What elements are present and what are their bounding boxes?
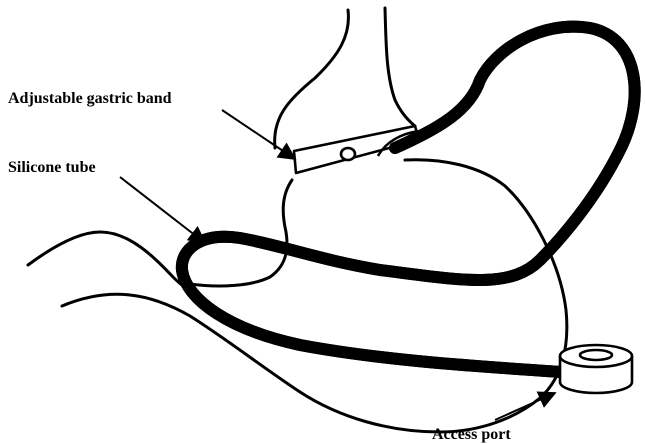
band-buckle: [341, 148, 355, 160]
access-port: [560, 345, 632, 393]
band-leader-arrow: [222, 110, 295, 159]
access-port-septum: [580, 350, 612, 360]
gastric-band: [294, 126, 428, 173]
label-access-port: Access port: [432, 426, 511, 443]
esophagus-left-wall: [275, 10, 349, 148]
tube-leader-arrow: [120, 177, 205, 243]
label-adjustable-gastric-band: Adjustable gastric band: [8, 90, 172, 107]
label-silicone-tube: Silicone tube: [8, 159, 96, 176]
stomach-greater-curvature: [62, 160, 567, 432]
esophagus-right-wall: [385, 8, 415, 126]
port-leader-arrow: [495, 393, 555, 420]
duodenum-upper-edge: [28, 232, 194, 293]
